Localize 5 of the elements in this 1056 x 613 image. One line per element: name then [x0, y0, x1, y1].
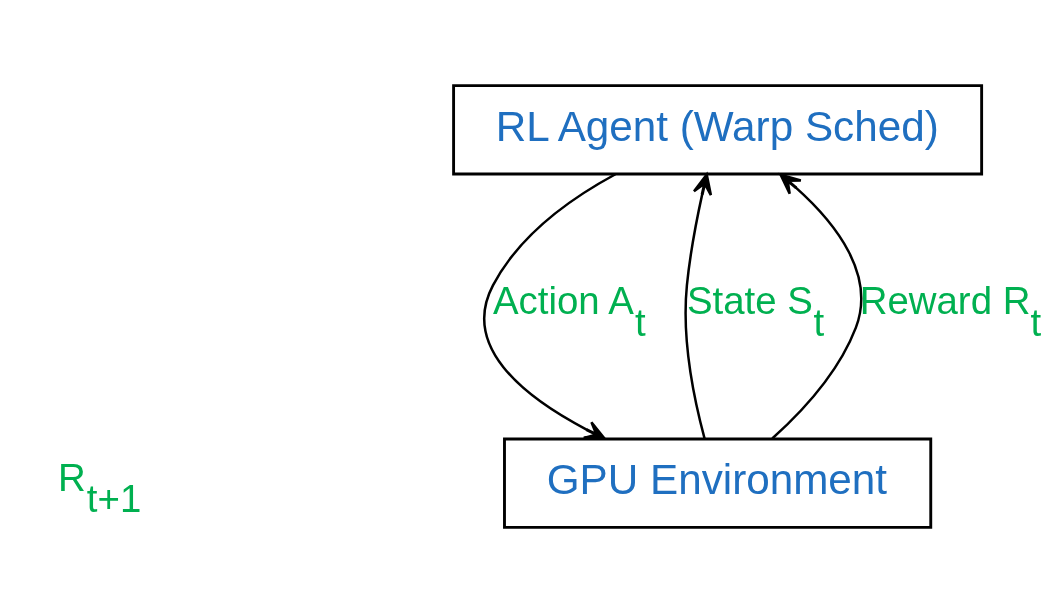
arrow: [684, 173, 713, 439]
node-box: RL Agent (Warp Sched): [452, 84, 984, 176]
arrow: [771, 173, 863, 440]
node-box: GPU Environment: [503, 437, 933, 529]
arrow: [483, 173, 617, 440]
